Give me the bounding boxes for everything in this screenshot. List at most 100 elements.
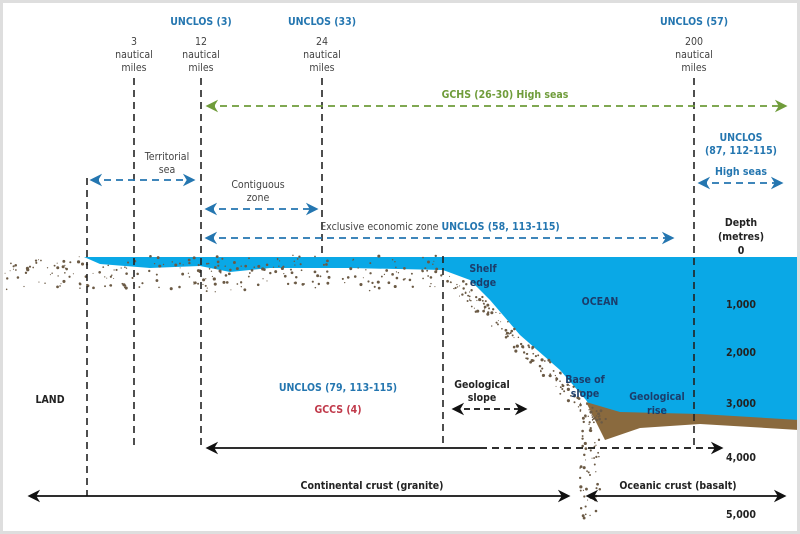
rock-speckle (247, 275, 250, 278)
rock-speckle (500, 321, 502, 323)
rock-speckle (434, 286, 436, 288)
rock-speckle (579, 410, 582, 412)
rock-speckle (538, 364, 542, 368)
rock-speckle (156, 256, 160, 260)
eez-text: Exclusive economic zone (320, 221, 438, 233)
rock-speckle (549, 361, 552, 364)
rock-speckle (593, 457, 596, 459)
rock-speckle (12, 268, 15, 270)
rock-speckle (298, 255, 301, 258)
rock-speckle (6, 277, 9, 280)
rock-speckle (577, 389, 580, 392)
rock-speckle (594, 509, 598, 513)
rock-speckle (495, 321, 498, 324)
rock-speckle (514, 349, 518, 353)
rock-speckle (586, 470, 588, 472)
rock-speckle (16, 276, 20, 279)
rock-speckle (395, 276, 399, 280)
continental-crust-label: Continental crust (granite) (301, 480, 444, 492)
rock-speckle (60, 283, 62, 285)
rock-speckle (541, 367, 544, 370)
limit-12-unit2: miles (188, 62, 213, 74)
rock-speckle (80, 262, 85, 266)
rock-speckle (440, 274, 443, 277)
rock-speckle (559, 380, 561, 382)
rock-speckle (257, 264, 261, 268)
rock-speckle (429, 285, 431, 288)
limit-24-value: 24 (316, 36, 328, 48)
rock-speckle (125, 267, 128, 269)
rock-speckle (368, 289, 371, 292)
rock-speckle (507, 332, 510, 334)
rock-speckle (124, 266, 126, 268)
rock-speckle (595, 415, 598, 417)
rock-speckle (294, 264, 296, 266)
rock-speckle (266, 280, 268, 282)
rock-speckle (579, 402, 582, 404)
rock-speckle (377, 254, 381, 258)
limit-3-unit: nautical (115, 49, 153, 61)
rock-speckle (248, 272, 251, 274)
rock-speckle (365, 269, 367, 271)
rock-speckle (40, 259, 42, 262)
rock-speckle (532, 352, 535, 355)
rock-speckle (197, 282, 200, 285)
rock-speckle (597, 415, 600, 418)
rock-speckle (474, 310, 477, 313)
high-seas-label: High seas (715, 166, 767, 178)
rock-speckle (115, 268, 118, 272)
rock-speckle (496, 323, 499, 326)
rock-speckle (468, 295, 471, 298)
rock-speckle (253, 266, 256, 269)
rock-speckle (179, 267, 181, 269)
rock-speckle (34, 259, 38, 262)
rock-speckle (595, 418, 599, 422)
rock-speckle (325, 263, 328, 266)
rock-speckle (44, 282, 46, 284)
rock-speckle (102, 266, 105, 268)
ocean-area (84, 257, 797, 425)
rock-speckle (583, 395, 585, 397)
rock-speckle (229, 268, 232, 272)
rock-speckle (187, 272, 190, 274)
rock-speckle (248, 257, 250, 260)
rock-speckle (317, 282, 321, 286)
rock-speckle (573, 393, 576, 396)
rock-speckle (468, 291, 471, 293)
rock-speckle (131, 276, 134, 279)
rock-speckle (459, 285, 461, 287)
base-of-slope-label: Base of (565, 374, 605, 386)
rock-speckle (182, 264, 184, 266)
rock-speckle (314, 286, 317, 289)
rock-speckle (530, 358, 534, 363)
rock-speckle (57, 275, 59, 277)
rock-speckle (422, 277, 424, 280)
rock-speckle (522, 351, 526, 354)
rock-speckle (458, 295, 461, 297)
rock-speckle (467, 294, 470, 297)
rock-speckle (491, 325, 493, 327)
gccs-label: GCCS (4) (314, 404, 361, 416)
rock-speckle (579, 467, 581, 469)
depth-tick-4000: 4,000 (726, 452, 756, 464)
rock-speckle (585, 487, 588, 491)
rock-speckle (295, 275, 298, 279)
rock-speckle (578, 476, 582, 480)
rock-speckle (265, 263, 269, 267)
rock-speckle (104, 276, 106, 278)
rock-speckle (579, 403, 582, 407)
rock-speckle (588, 473, 592, 477)
rock-speckle (482, 309, 485, 313)
rock-speckle (597, 451, 600, 454)
rock-speckle (155, 279, 159, 282)
shelf-edge-label: Shelf (469, 263, 497, 275)
rock-speckle (579, 485, 583, 489)
rock-speckle (435, 267, 439, 271)
rock-speckle (579, 489, 582, 492)
rock-speckle (558, 371, 562, 375)
rock-speckle (584, 415, 587, 418)
rock-speckle (207, 262, 210, 265)
rock-speckle (588, 409, 590, 411)
